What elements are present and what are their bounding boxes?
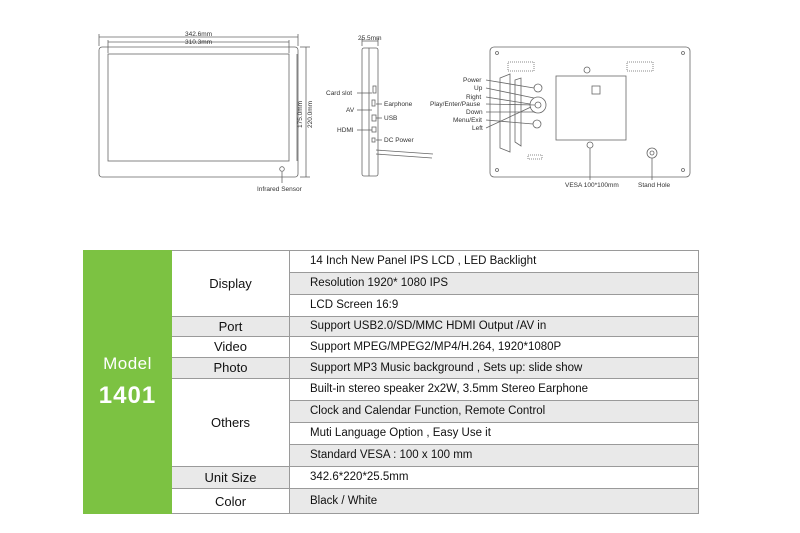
- infrared-sensor-dot: [279, 166, 285, 172]
- category-unit-size: Unit Size: [172, 466, 289, 488]
- left-label: Left: [472, 125, 483, 132]
- spec-row: Support MPEG/MPEG2/MP4/H.264, 1920*1080P: [289, 336, 699, 357]
- category-display: Display: [172, 250, 289, 316]
- table-divider: [172, 488, 699, 489]
- vesa-plate: [555, 75, 627, 141]
- front-outer-height-label: 220.0mm: [307, 101, 314, 128]
- table-border-top: [172, 250, 699, 251]
- front-bezel: [98, 46, 299, 178]
- power-button-shape: [533, 83, 543, 93]
- spec-row: Black / White: [289, 488, 699, 514]
- table-divider: [289, 294, 699, 295]
- table-divider: [172, 336, 699, 337]
- up-label: Up: [474, 85, 483, 92]
- model-number: 1401: [98, 382, 157, 409]
- spec-row: Support MP3 Music background , Sets up: …: [289, 357, 699, 378]
- technical-drawings: 342.6mm 310.3mm 175.0mm 220.0mm Infrared…: [98, 31, 691, 193]
- back-view: [485, 46, 691, 180]
- spec-table: Model 1401 Display Port Video Photo Othe…: [83, 250, 699, 514]
- menu-button-shape: [532, 119, 542, 129]
- spec-row: 14 Inch New Panel IPS LCD , LED Backligh…: [289, 250, 699, 272]
- side-depth-label: 25.5mm: [358, 35, 381, 42]
- earphone-label: Earphone: [384, 101, 413, 108]
- spec-row: 342.6*220*25.5mm: [289, 466, 699, 488]
- spec-row: Muti Language Option , Easy Use it: [289, 422, 699, 444]
- spec-row: Support USB2.0/SD/MMC HDMI Output /AV in: [289, 316, 699, 336]
- table-border-bottom: [172, 513, 699, 514]
- category-color: Color: [172, 488, 289, 514]
- down-label: Down: [466, 109, 483, 116]
- table-divider: [289, 400, 699, 401]
- stand-hole-shape: [646, 147, 658, 159]
- menu-exit-label: Menu/Exit: [453, 117, 482, 124]
- infrared-sensor-label: Infrared Sensor: [257, 186, 303, 193]
- table-border-right: [698, 250, 699, 514]
- table-column-divider: [289, 250, 290, 514]
- table-divider: [289, 422, 699, 423]
- power-label: Power: [463, 77, 482, 84]
- front-inner-height-label: 175.0mm: [297, 101, 304, 128]
- spec-row: Resolution 1920* 1080 IPS: [289, 272, 699, 294]
- dc-power-label: DC Power: [384, 137, 414, 144]
- table-divider: [172, 316, 699, 317]
- vesa-label: VESA 100*100mm: [565, 182, 619, 189]
- front-screen: [107, 53, 290, 162]
- usb-label: USB: [384, 115, 397, 122]
- table-divider: [289, 444, 699, 445]
- front-outer-width-label: 342.6mm: [185, 31, 212, 38]
- stand-hole-label: Stand Hole: [638, 182, 671, 189]
- av-label: AV: [346, 107, 355, 114]
- spec-row: Built-in stereo speaker 2x2W, 3.5mm Ster…: [289, 378, 699, 400]
- spec-row: Standard VESA : 100 x 100 mm: [289, 444, 699, 466]
- spec-row: LCD Screen 16:9: [289, 294, 699, 316]
- side-body: [361, 47, 379, 177]
- hdmi-label: HDMI: [337, 127, 354, 134]
- front-view: [98, 34, 310, 183]
- table-divider: [172, 357, 699, 358]
- right-label: Right: [466, 94, 481, 101]
- category-port: Port: [172, 316, 289, 336]
- category-video: Video: [172, 336, 289, 357]
- side-view: [357, 38, 434, 177]
- table-divider: [172, 378, 699, 379]
- play-enter-pause-label: Play/Enter/Pause: [430, 101, 481, 108]
- model-label: Model: [103, 354, 152, 373]
- front-inner-width-label: 310.3mm: [185, 39, 212, 46]
- category-others: Others: [172, 378, 289, 466]
- spec-row: Clock and Calendar Function, Remote Cont…: [289, 400, 699, 422]
- model-panel: Model 1401: [83, 250, 172, 514]
- category-photo: Photo: [172, 357, 289, 378]
- card-slot-label: Card slot: [326, 90, 352, 97]
- table-divider: [172, 466, 699, 467]
- table-divider: [289, 272, 699, 273]
